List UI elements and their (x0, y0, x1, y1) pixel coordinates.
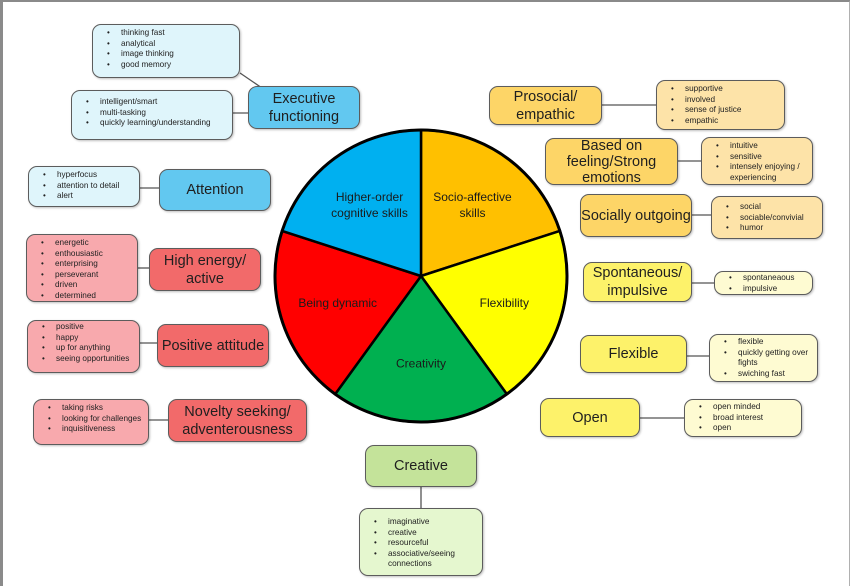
executive-list-b: intelligent/smartmulti-taskingquickly le… (71, 90, 233, 140)
positive-attitude-node: Positive attitude (157, 324, 269, 367)
attention-item: attention to detail (43, 181, 133, 192)
socially-outgoing-title: Socially outgoing (581, 207, 691, 224)
novelty-seeking-item: inquisitiveness (48, 424, 142, 435)
flexible-list: flexiblequickly getting over fightsswich… (709, 334, 818, 382)
executive-a-item: good memory (107, 60, 233, 71)
high-energy-list: energeticenthousiasticenterprisingpersev… (26, 234, 138, 302)
based-on-feeling-item: intuitive (716, 141, 806, 152)
creative-title: Creative (394, 458, 448, 474)
open-list: open mindedbroad interestopen (684, 399, 802, 437)
creative-item: creative (374, 528, 476, 539)
flexible-item: quickly getting over fights (724, 348, 811, 369)
creative-list: imaginativecreativeresourcefulassociativ… (359, 508, 483, 576)
spontaneous-item: spontaneaous (729, 273, 806, 284)
executive-b-item: quickly learning/understanding (86, 118, 226, 129)
high-energy-item: enthousiastic (41, 249, 131, 260)
pie-label-being-dynamic: Being dynamic (298, 296, 377, 310)
positive-attitude-title: Positive attitude (161, 337, 265, 354)
high-energy-title: High energy/ active (163, 252, 247, 287)
positive-attitude-item: up for anything (42, 343, 133, 354)
prosocial-node: Prosocial/ empathic (489, 86, 602, 125)
prosocial-title: Prosocial/ empathic (513, 88, 578, 123)
connector-executive-a (239, 72, 263, 89)
based-on-feeling-item: sensitive (716, 152, 806, 163)
novelty-seeking-title: Novelty seeking/ adventerousness (182, 403, 293, 438)
socially-outgoing-item: social (726, 202, 816, 213)
based-on-feeling-item: intensely enjoying / experiencing (716, 162, 806, 183)
executive-a-item: thinking fast (107, 28, 233, 39)
pie-outline (273, 128, 569, 424)
prosocial-item: supportive (671, 84, 778, 95)
flexible-item: flexible (724, 337, 811, 348)
spontaneous-list: spontaneaousimpulsive (714, 271, 813, 295)
novelty-seeking-node: Novelty seeking/ adventerousness (168, 399, 307, 442)
socially-outgoing-item: sociable/convivial (726, 213, 816, 224)
executive-functioning-node: Executive functioning (248, 86, 360, 129)
high-energy-item: energetic (41, 238, 131, 249)
open-title: Open (572, 409, 608, 426)
attention-list: hyperfocusattention to detailalert (28, 166, 140, 207)
prosocial-item: empathic (671, 116, 778, 127)
based-on-feeling-list: intuitivesensitiveintensely enjoying / e… (701, 137, 813, 185)
open-item: open minded (699, 402, 795, 413)
based-on-feeling-node: Based on feeling/Strong emotions (545, 137, 678, 186)
novelty-seeking-item: looking for challenges (48, 414, 142, 425)
spontaneous-item: impulsive (729, 284, 806, 295)
high-energy-item: driven (41, 280, 131, 291)
socially-outgoing-list: socialsociable/convivialhumor (711, 196, 823, 239)
socially-outgoing-item: humor (726, 223, 816, 234)
attention-title: Attention (186, 182, 244, 198)
executive-functioning-title: Executive functioning (268, 90, 340, 125)
creative-item: imaginative (374, 517, 476, 528)
attention-item: hyperfocus (43, 170, 133, 181)
prosocial-item: sense of justice (671, 105, 778, 116)
high-energy-item: perseverant (41, 270, 131, 281)
positive-attitude-item: positive (42, 322, 133, 333)
executive-b-item: intelligent/smart (86, 97, 226, 108)
spontaneous-node: Spontaneous/ impulsive (583, 262, 692, 302)
executive-list-a: thinking fastanalyticalimage thinkinggoo… (92, 24, 240, 78)
prosocial-item: involved (671, 95, 778, 106)
executive-a-item: image thinking (107, 49, 233, 60)
pie-label-flexibility: Flexibility (480, 296, 529, 310)
executive-a-item: analytical (107, 39, 233, 50)
positive-attitude-item: happy (42, 333, 133, 344)
attention-node: Attention (159, 169, 271, 211)
novelty-seeking-item: taking risks (48, 403, 142, 414)
executive-b-item: multi-tasking (86, 108, 226, 119)
positive-attitude-item: seeing opportunities (42, 354, 133, 365)
based-on-feeling-title: Based on feeling/Strong emotions (566, 137, 657, 186)
creative-item: associative/seeing connections (374, 549, 476, 570)
high-energy-node: High energy/ active (149, 248, 261, 291)
flexible-node: Flexible (580, 335, 687, 373)
creative-node: Creative (365, 445, 477, 487)
attention-item: alert (43, 191, 133, 202)
positive-attitude-list: positivehappyup for anythingseeing oppor… (27, 320, 140, 373)
flexible-title: Flexible (608, 346, 659, 362)
open-node: Open (540, 398, 640, 437)
spontaneous-title: Spontaneous/ impulsive (592, 265, 683, 299)
novelty-seeking-list: taking riskslooking for challengesinquis… (33, 399, 149, 445)
flexible-item: swiching fast (724, 369, 811, 380)
high-energy-item: enterprising (41, 259, 131, 270)
pie-label-creativity: Creativity (396, 357, 446, 371)
socially-outgoing-node: Socially outgoing (580, 194, 692, 237)
creative-item: resourceful (374, 538, 476, 549)
open-item: broad interest (699, 413, 795, 424)
high-energy-item: determined (41, 291, 131, 302)
prosocial-list: supportiveinvolvedsense of justiceempath… (656, 80, 785, 130)
open-item: open (699, 423, 795, 434)
